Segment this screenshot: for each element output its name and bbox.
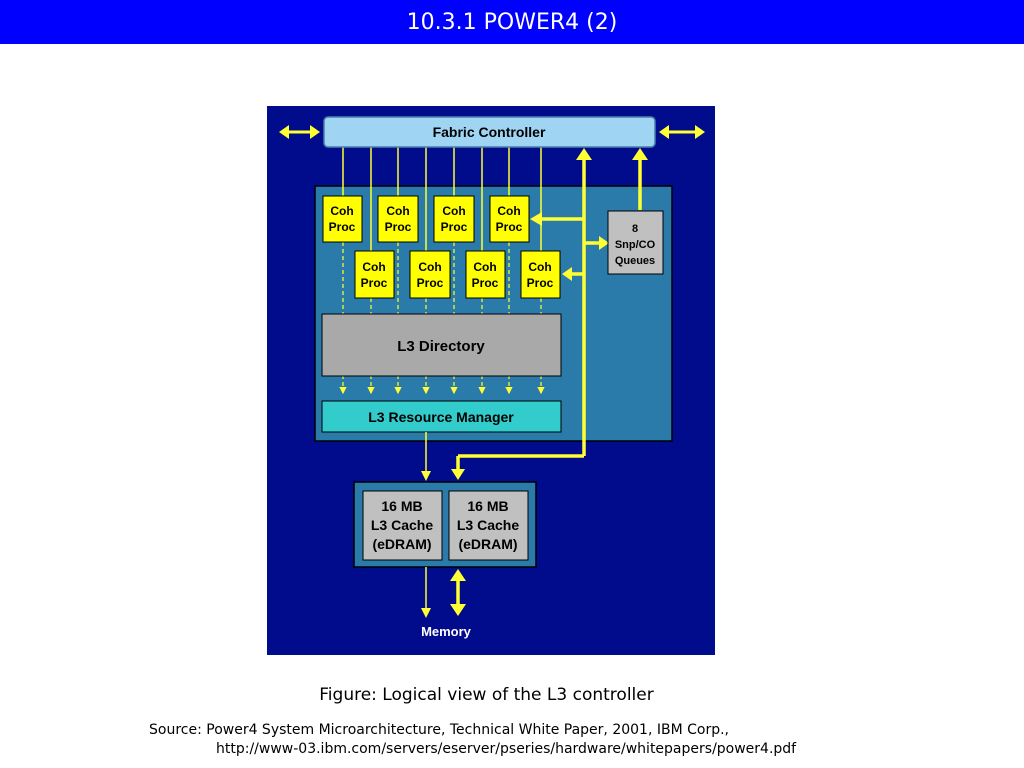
svg-text:Coh: Coh (362, 260, 385, 274)
coh-proc-box: Coh Proc (354, 250, 395, 299)
source-citation: Source: Power4 System Microarchitecture,… (149, 721, 796, 759)
queue-arrow-heads (451, 148, 648, 480)
resource-to-cache-arrow (421, 432, 431, 481)
snp-co-queues: 8 Snp/CO Queues (607, 210, 664, 275)
coh-proc-box: Coh Proc (489, 195, 530, 243)
svg-text:(eDRAM): (eDRAM) (458, 536, 517, 552)
l3-controller-diagram: Fabric Controller Coh Proc Coh Proc Coh … (267, 106, 715, 655)
source-url: http://www-03.ibm.com/servers/eserver/ps… (216, 741, 797, 757)
svg-text:Coh: Coh (473, 260, 496, 274)
svg-text:Proc: Proc (472, 276, 499, 290)
coh-proc-box: Coh Proc (433, 195, 475, 243)
svg-text:Coh: Coh (442, 204, 465, 218)
figure-caption: Figure: Logical view of the L3 controlle… (319, 685, 654, 705)
coh-proc-box: Coh Proc (465, 250, 506, 299)
coh-proc-row-1: Coh Proc Coh Proc Coh Proc Coh Proc (322, 195, 530, 243)
svg-text:Coh: Coh (528, 260, 551, 274)
l3-cache-box: 16 MB L3 Cache (eDRAM) (448, 490, 529, 561)
coh-proc-row-2: Coh Proc Coh Proc Coh Proc Coh Proc (354, 250, 561, 299)
coh-proc-box: Coh Proc (520, 250, 561, 299)
queue-arrows (456, 158, 642, 472)
l3-resource-manager: L3 Resource Manager (321, 400, 562, 433)
l3-directory: L3 Directory (321, 313, 562, 377)
svg-text:L3 Directory: L3 Directory (397, 338, 485, 355)
l3-cache-box: 16 MB L3 Cache (eDRAM) (362, 490, 443, 561)
svg-text:Proc: Proc (441, 220, 468, 234)
svg-text:L3 Cache: L3 Cache (371, 517, 433, 533)
memory-arrows (421, 567, 466, 618)
svg-text:Queues: Queues (615, 255, 655, 267)
svg-text:L3 Cache: L3 Cache (457, 517, 519, 533)
svg-text:Coh: Coh (497, 204, 520, 218)
coh-proc-box: Coh Proc (322, 195, 363, 243)
svg-text:Fabric Controller: Fabric Controller (433, 124, 546, 140)
svg-text:Coh: Coh (386, 204, 409, 218)
svg-text:16 MB: 16 MB (467, 498, 508, 514)
coh-proc-lines (342, 147, 542, 251)
svg-text:Proc: Proc (385, 220, 412, 234)
svg-text:Coh: Coh (330, 204, 353, 218)
svg-text:(eDRAM): (eDRAM) (372, 536, 431, 552)
source-line: Source: Power4 System Microarchitecture,… (149, 722, 730, 738)
svg-text:L3 Resource Manager: L3 Resource Manager (368, 409, 514, 425)
fabric-controller: Fabric Controller (323, 116, 656, 148)
svg-text:8: 8 (632, 223, 638, 235)
svg-text:Snp/CO: Snp/CO (615, 239, 656, 251)
memory-label: Memory (421, 624, 472, 639)
fabric-side-arrows (279, 125, 705, 139)
svg-text:Proc: Proc (496, 220, 523, 234)
coh-proc-box: Coh Proc (377, 195, 419, 243)
svg-text:Proc: Proc (527, 276, 554, 290)
svg-text:Proc: Proc (329, 220, 356, 234)
svg-text:Coh: Coh (418, 260, 441, 274)
page-title: 10.3.1 POWER4 (2) (0, 0, 1024, 44)
svg-text:Proc: Proc (361, 276, 388, 290)
coh-proc-box: Coh Proc (409, 250, 451, 299)
svg-text:16 MB: 16 MB (381, 498, 422, 514)
svg-text:Proc: Proc (417, 276, 444, 290)
